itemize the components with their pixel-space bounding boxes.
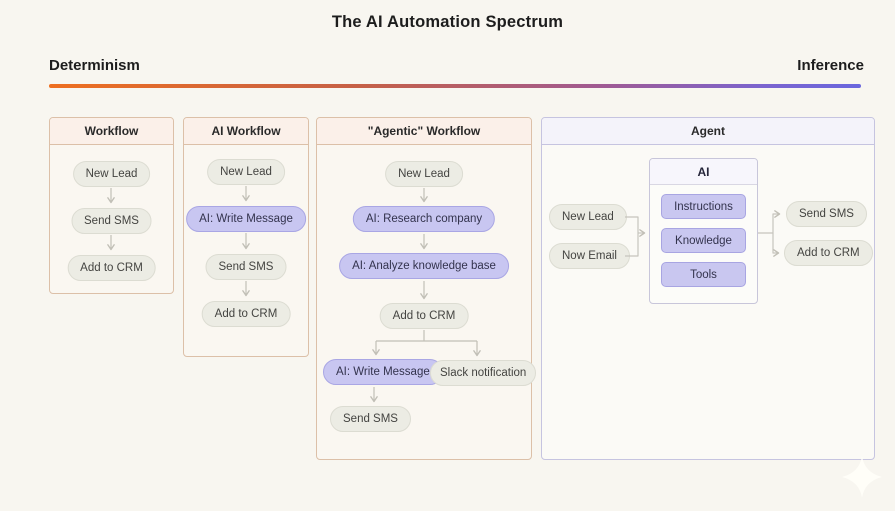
- node-add-to-crm: Add to CRM: [784, 240, 873, 266]
- determinism-label: Determinism: [49, 57, 140, 74]
- spectrum-gradient-bar: [49, 84, 861, 88]
- panel-ai-workflow: AI Workflow New Lead AI: Write Message S…: [183, 117, 309, 357]
- node-ai-write-message: AI: Write Message: [186, 206, 306, 232]
- node-new-lead: New Lead: [385, 161, 463, 187]
- ai-box: AI Instructions Knowledge Tools: [649, 158, 758, 304]
- node-ai-analyze-knowledge-base: AI: Analyze knowledge base: [339, 253, 509, 279]
- node-now-email: Now Email: [549, 243, 630, 269]
- node-send-sms: Send SMS: [205, 254, 287, 280]
- panel-agent: Agent New Lead Now Email AI Instructions…: [541, 117, 875, 460]
- node-ai-research-company: AI: Research company: [352, 206, 496, 232]
- inference-label: Inference: [797, 57, 864, 74]
- panel-agentic-workflow: "Agentic" Workflow New Lead AI: Research…: [316, 117, 537, 460]
- component-knowledge: Knowledge: [661, 228, 746, 253]
- node-send-sms: Send SMS: [330, 406, 411, 432]
- panel-workflow-header: Workflow: [50, 118, 173, 145]
- panel-ai-workflow-header: AI Workflow: [184, 118, 308, 145]
- panel-agentic-workflow-header: "Agentic" Workflow: [317, 118, 531, 145]
- ai-box-header: AI: [650, 159, 757, 185]
- panel-workflow: Workflow New Lead Send SMS Add to CRM: [49, 117, 174, 294]
- node-new-lead: New Lead: [72, 161, 151, 187]
- node-new-lead: New Lead: [549, 204, 627, 230]
- node-slack-notification: Slack notification: [430, 360, 537, 386]
- node-send-sms: Send SMS: [786, 201, 867, 227]
- node-send-sms: Send SMS: [71, 208, 152, 234]
- node-add-to-crm: Add to CRM: [201, 301, 291, 327]
- component-tools: Tools: [661, 262, 746, 287]
- node-add-to-crm: Add to CRM: [379, 303, 469, 329]
- node-add-to-crm: Add to CRM: [67, 255, 156, 281]
- page-title: The AI Automation Spectrum: [331, 13, 564, 31]
- node-new-lead: New Lead: [207, 159, 285, 185]
- panel-agent-header: Agent: [542, 118, 874, 145]
- node-ai-write-message: AI: Write Message: [323, 359, 443, 385]
- component-instructions: Instructions: [661, 194, 746, 219]
- sparkle-icon: [842, 456, 882, 498]
